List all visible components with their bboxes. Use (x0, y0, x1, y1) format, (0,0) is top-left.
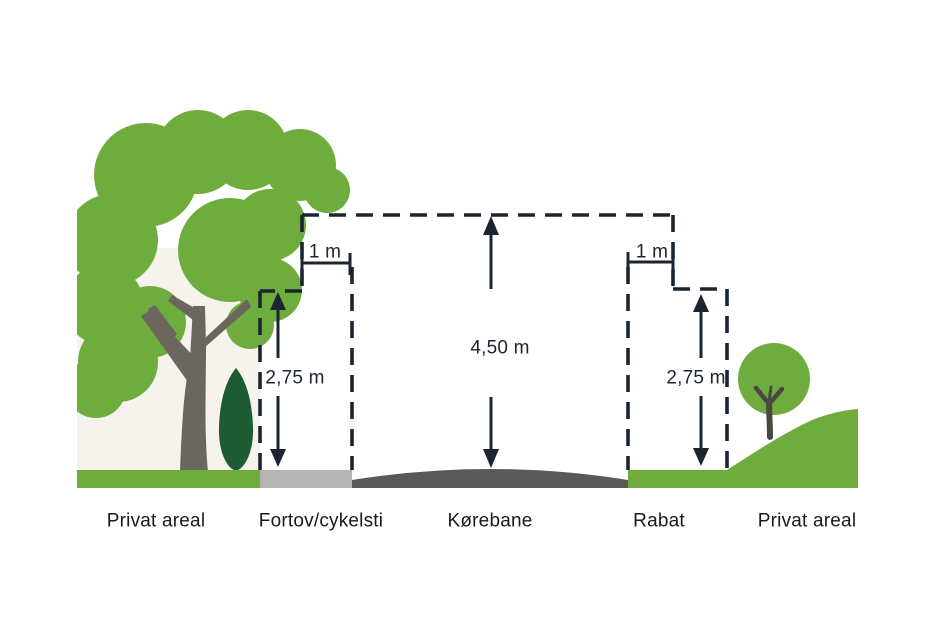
conifer-shrub (218, 368, 254, 471)
small-tree-illustration (738, 343, 810, 440)
zone-label-private-right: Privat areal (757, 510, 857, 532)
height-verge-label: 2,75 m (666, 367, 726, 389)
branch-shape (766, 386, 785, 407)
hill (727, 409, 858, 488)
dimension-markers (270, 216, 709, 468)
branch-shape (767, 385, 773, 404)
branch-shape (168, 295, 198, 320)
offset-right-measure (626, 252, 675, 274)
arrow-down-icon (270, 449, 286, 467)
height-sidewalk-arrow (270, 292, 286, 467)
branch-shape (141, 310, 197, 382)
branch-shape (753, 385, 772, 407)
height-verge-arrow (693, 294, 709, 466)
large-tree-illustration (77, 110, 350, 472)
trunk-shape (766, 398, 773, 440)
large-tree-canopy (77, 110, 350, 418)
zone-label-verge: Rabat (633, 510, 685, 532)
branch-shape (197, 299, 251, 354)
grass-strip-left (77, 470, 260, 488)
arrow-down-icon (483, 449, 499, 468)
clearance-outline (258, 213, 729, 470)
canopy-blob (77, 358, 126, 418)
ground-strips (77, 409, 858, 488)
arrow-up-icon (270, 292, 286, 310)
canopy-blob (304, 167, 350, 213)
small-tree-trunk (753, 385, 785, 440)
canopy-blob (234, 189, 306, 261)
zone-label-road: Kørebane (447, 510, 533, 532)
offset-left-measure (300, 253, 352, 275)
road-surface (352, 469, 628, 488)
arrow-down-icon (693, 448, 709, 466)
branch-shape (148, 305, 177, 342)
height-road-label: 4,50 m (470, 337, 530, 359)
zone-label-sidewalk: Fortov/cykelsti (258, 510, 384, 532)
canopy-blob (77, 194, 158, 286)
arrow-up-icon (693, 294, 709, 312)
height-road-arrow (483, 216, 499, 468)
sidewalk-surface (260, 470, 352, 488)
offset-left-label: 1 m (308, 241, 342, 263)
large-tree-trunk (141, 295, 251, 472)
arrow-up-icon (483, 216, 499, 235)
small-tree-canopy (738, 343, 810, 415)
verge-strip (628, 470, 727, 488)
height-sidewalk-label: 2,75 m (265, 367, 325, 389)
canopy-blob (226, 301, 274, 349)
zone-label-private-left: Privat areal (106, 510, 206, 532)
offset-right-label: 1 m (635, 241, 669, 263)
